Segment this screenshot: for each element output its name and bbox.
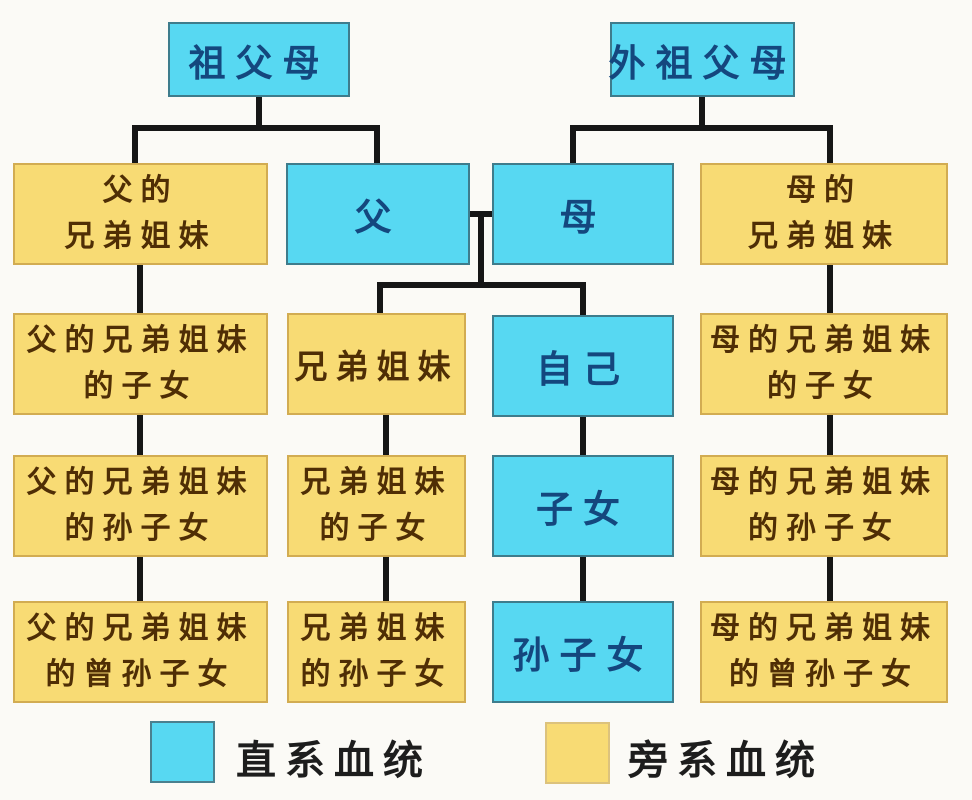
node-father-siblings: 父的 兄弟姐妹 [13,163,268,265]
node-father-siblings-greatgrandchildren: 父的兄弟姐妹 的曾孙子女 [13,601,268,703]
connector-drop-siblings [377,285,383,317]
connector-drop-mother [570,128,576,168]
connector-grandparents-paternal-stem [256,94,262,130]
node-label: 兄弟姐妹 [748,220,900,253]
node-label: 子女 [536,490,630,531]
node-label: 兄弟姐妹 [294,350,459,386]
node-label: 母的 [786,174,862,207]
node-label: 母 [559,198,607,239]
node-grandparents-maternal: 外祖父母 [608,22,797,97]
connector-family-bar [377,282,586,288]
connector-center-chain-1 [580,412,586,458]
node-grandchildren: 孙子女 [492,601,674,703]
node-label: 的孙子女 [64,512,217,545]
node-father-siblings-children: 父的兄弟姐妹 的子女 [13,313,268,415]
legend-swatch-direct [150,721,215,783]
node-grandparents-paternal: 祖父母 [168,22,350,97]
node-mother: 母 [492,163,674,265]
node-label: 父的 [102,174,179,207]
connector-drop-father-siblings [132,128,138,168]
node-label: 兄弟姐妹 [300,466,453,499]
connector-midleft-chain-1 [383,412,389,458]
node-mother-siblings-children: 母的兄弟姐妹 的子女 [700,313,948,415]
node-siblings-children: 兄弟姐妹 的子女 [287,455,466,557]
node-label: 的孙子女 [748,512,900,545]
node-label: 母的兄弟姐妹 [710,324,938,357]
connector-right-chain-1 [827,262,833,314]
node-label: 的子女 [319,512,434,545]
node-father: 父 [286,163,470,265]
node-label: 祖父母 [188,43,330,85]
node-mother-siblings: 母的 兄弟姐妹 [700,163,948,265]
legend-swatch-collateral [545,722,610,784]
connector-grandparents-maternal-bar [570,125,833,131]
connector-drop-mother-siblings [827,128,833,168]
node-self: 自己 [492,315,674,417]
connector-grandparents-maternal-stem [699,94,705,130]
connector-left-chain-2 [137,412,143,458]
connector-left-chain-3 [137,554,143,604]
node-label: 外祖父母 [608,43,797,85]
node-label: 的曾孙子女 [729,658,919,691]
connector-family-stem [478,214,484,286]
node-label: 母的兄弟姐妹 [710,466,938,499]
node-mother-siblings-greatgrandchildren: 母的兄弟姐妹 的曾孙子女 [700,601,948,703]
connector-drop-self [580,285,586,319]
node-label: 父的兄弟姐妹 [26,612,255,645]
node-siblings-grandchildren: 兄弟姐妹 的孙子女 [287,601,466,703]
connector-right-chain-2 [827,412,833,458]
connector-left-chain-1 [137,262,143,316]
node-label: 母的兄弟姐妹 [710,612,938,645]
node-label: 兄弟姐妹 [300,612,453,645]
node-label: 的曾孙子女 [45,658,236,691]
node-label: 自己 [536,350,630,391]
connector-grandparents-paternal-bar [132,125,380,131]
node-label: 的子女 [83,370,198,403]
connector-drop-father [374,128,380,168]
node-label: 兄弟姐妹 [64,220,217,253]
node-label: 的孙子女 [300,658,453,691]
connector-right-chain-3 [827,554,833,604]
node-label: 的子女 [767,370,881,403]
node-mother-siblings-grandchildren: 母的兄弟姐妹 的孙子女 [700,455,948,557]
node-label: 父的兄弟姐妹 [26,324,255,357]
legend-label-collateral: 旁系血统 [628,738,824,783]
node-label: 孙子女 [512,636,654,677]
legend-label-direct: 直系血统 [236,738,432,783]
node-siblings: 兄弟姐妹 [287,313,466,415]
node-father-siblings-grandchildren: 父的兄弟姐妹 的孙子女 [13,455,268,557]
connector-center-chain-2 [580,554,586,604]
node-label: 父的兄弟姐妹 [26,466,255,499]
node-children: 子女 [492,455,674,557]
connector-midleft-chain-2 [383,554,389,606]
node-label: 父 [354,198,402,239]
